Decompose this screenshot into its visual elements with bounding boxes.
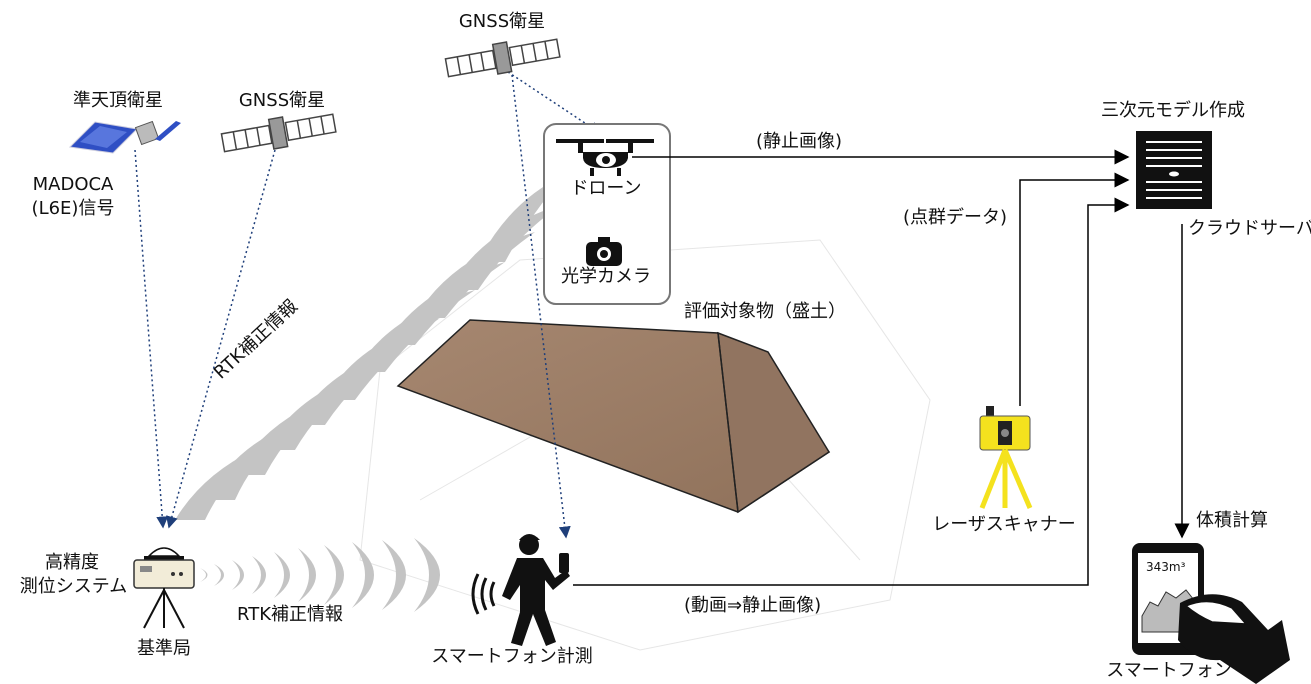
embankment-mound [396, 319, 831, 514]
model-creation-label: 三次元モデル作成 [1101, 100, 1245, 121]
camera-icon [586, 237, 622, 266]
gnss-satellite-top-icon [444, 38, 561, 78]
gnss-left-label: GNSS衛星 [238, 90, 326, 111]
satellite-signal-lines [134, 71, 602, 539]
video-to-still-label: (動画⇒静止画像) [684, 595, 822, 616]
smartphone-label: スマートフォン [1106, 660, 1232, 681]
qzss-satellite-icon [68, 120, 181, 154]
rtk-horizontal-label: RTK補正情報 [237, 604, 343, 625]
rtk-signal-waves-diagonal [175, 175, 565, 520]
hp-system-label-line1: 高精度 [45, 552, 99, 573]
still-image-label: (静止画像) [756, 131, 843, 152]
person-smartphone-icon [502, 534, 570, 646]
rtk-signal-waves-horizontal [200, 538, 440, 612]
volume-value-display: 343m³ [1146, 560, 1186, 574]
gnss-satellite-left-icon [220, 113, 337, 153]
base-station-label: 基準局 [137, 638, 191, 659]
laser-scanner-icon [979, 406, 1033, 509]
drone-icon [556, 139, 654, 176]
base-station-receiver-icon [133, 547, 195, 629]
tablet-with-hand-icon [1132, 543, 1290, 684]
cloud-server-label: クラウドサーバ [1188, 218, 1311, 239]
data-flow-arrows [573, 149, 1190, 586]
gnss-top-label: GNSS衛星 [458, 11, 546, 32]
volume-calc-label: 体積計算 [1196, 510, 1268, 531]
cloud-server-icon [1136, 131, 1212, 209]
target-label: 評価対象物（盛土） [684, 301, 846, 322]
camera-label: 光学カメラ [561, 266, 651, 287]
madoca-signal-label: (L6E)信号 [31, 198, 115, 219]
laser-scanner-label: レーザスキャナー [932, 514, 1076, 535]
hp-system-label-line2: 測位システム [19, 576, 128, 597]
smartphone-measure-label: スマートフォン計測 [431, 646, 593, 667]
madoca-label: MADOCA [32, 174, 114, 195]
drone-camera-box [543, 123, 671, 305]
drone-label: ドローン [570, 178, 642, 199]
smartphone-signal-waves-icon [471, 573, 496, 615]
point-cloud-label: (点群データ) [903, 207, 1008, 228]
qzss-label: 準天頂衛星 [73, 90, 163, 111]
